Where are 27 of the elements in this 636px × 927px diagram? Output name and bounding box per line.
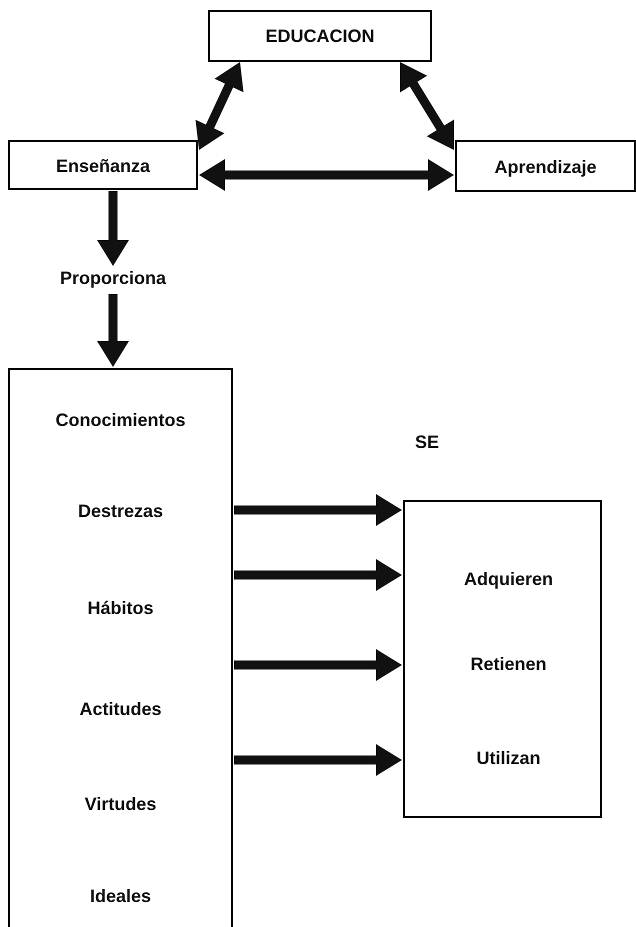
arrow [234, 559, 402, 591]
box-label: Aprendizaje [493, 157, 598, 178]
arrow [97, 294, 129, 367]
arrow [199, 159, 454, 191]
list-item: Utilizan [475, 748, 542, 769]
flow-label: Proporciona [28, 268, 198, 292]
arrow [234, 494, 402, 526]
text-box [8, 368, 233, 927]
box-label: EDUCACION [264, 26, 376, 47]
box-label: Enseñanza [54, 156, 152, 177]
text-box [455, 140, 636, 192]
arrow [194, 60, 244, 152]
box-heading: SE [415, 432, 440, 453]
arrow [234, 649, 402, 681]
list-item: Hábitos [86, 598, 154, 619]
arrow [234, 744, 402, 776]
arrow [97, 191, 129, 266]
list-item: Actitudes [78, 699, 162, 720]
list-item: Virtudes [84, 794, 158, 815]
list-item: Conocimientos [54, 410, 186, 431]
text-box [208, 10, 432, 62]
text-box [8, 140, 198, 190]
list-item: Adquieren [462, 569, 554, 590]
list-item: Retienen [469, 654, 548, 675]
list-item: Ideales [88, 886, 152, 907]
text-box [403, 500, 602, 818]
list-item: Destrezas [76, 501, 164, 522]
